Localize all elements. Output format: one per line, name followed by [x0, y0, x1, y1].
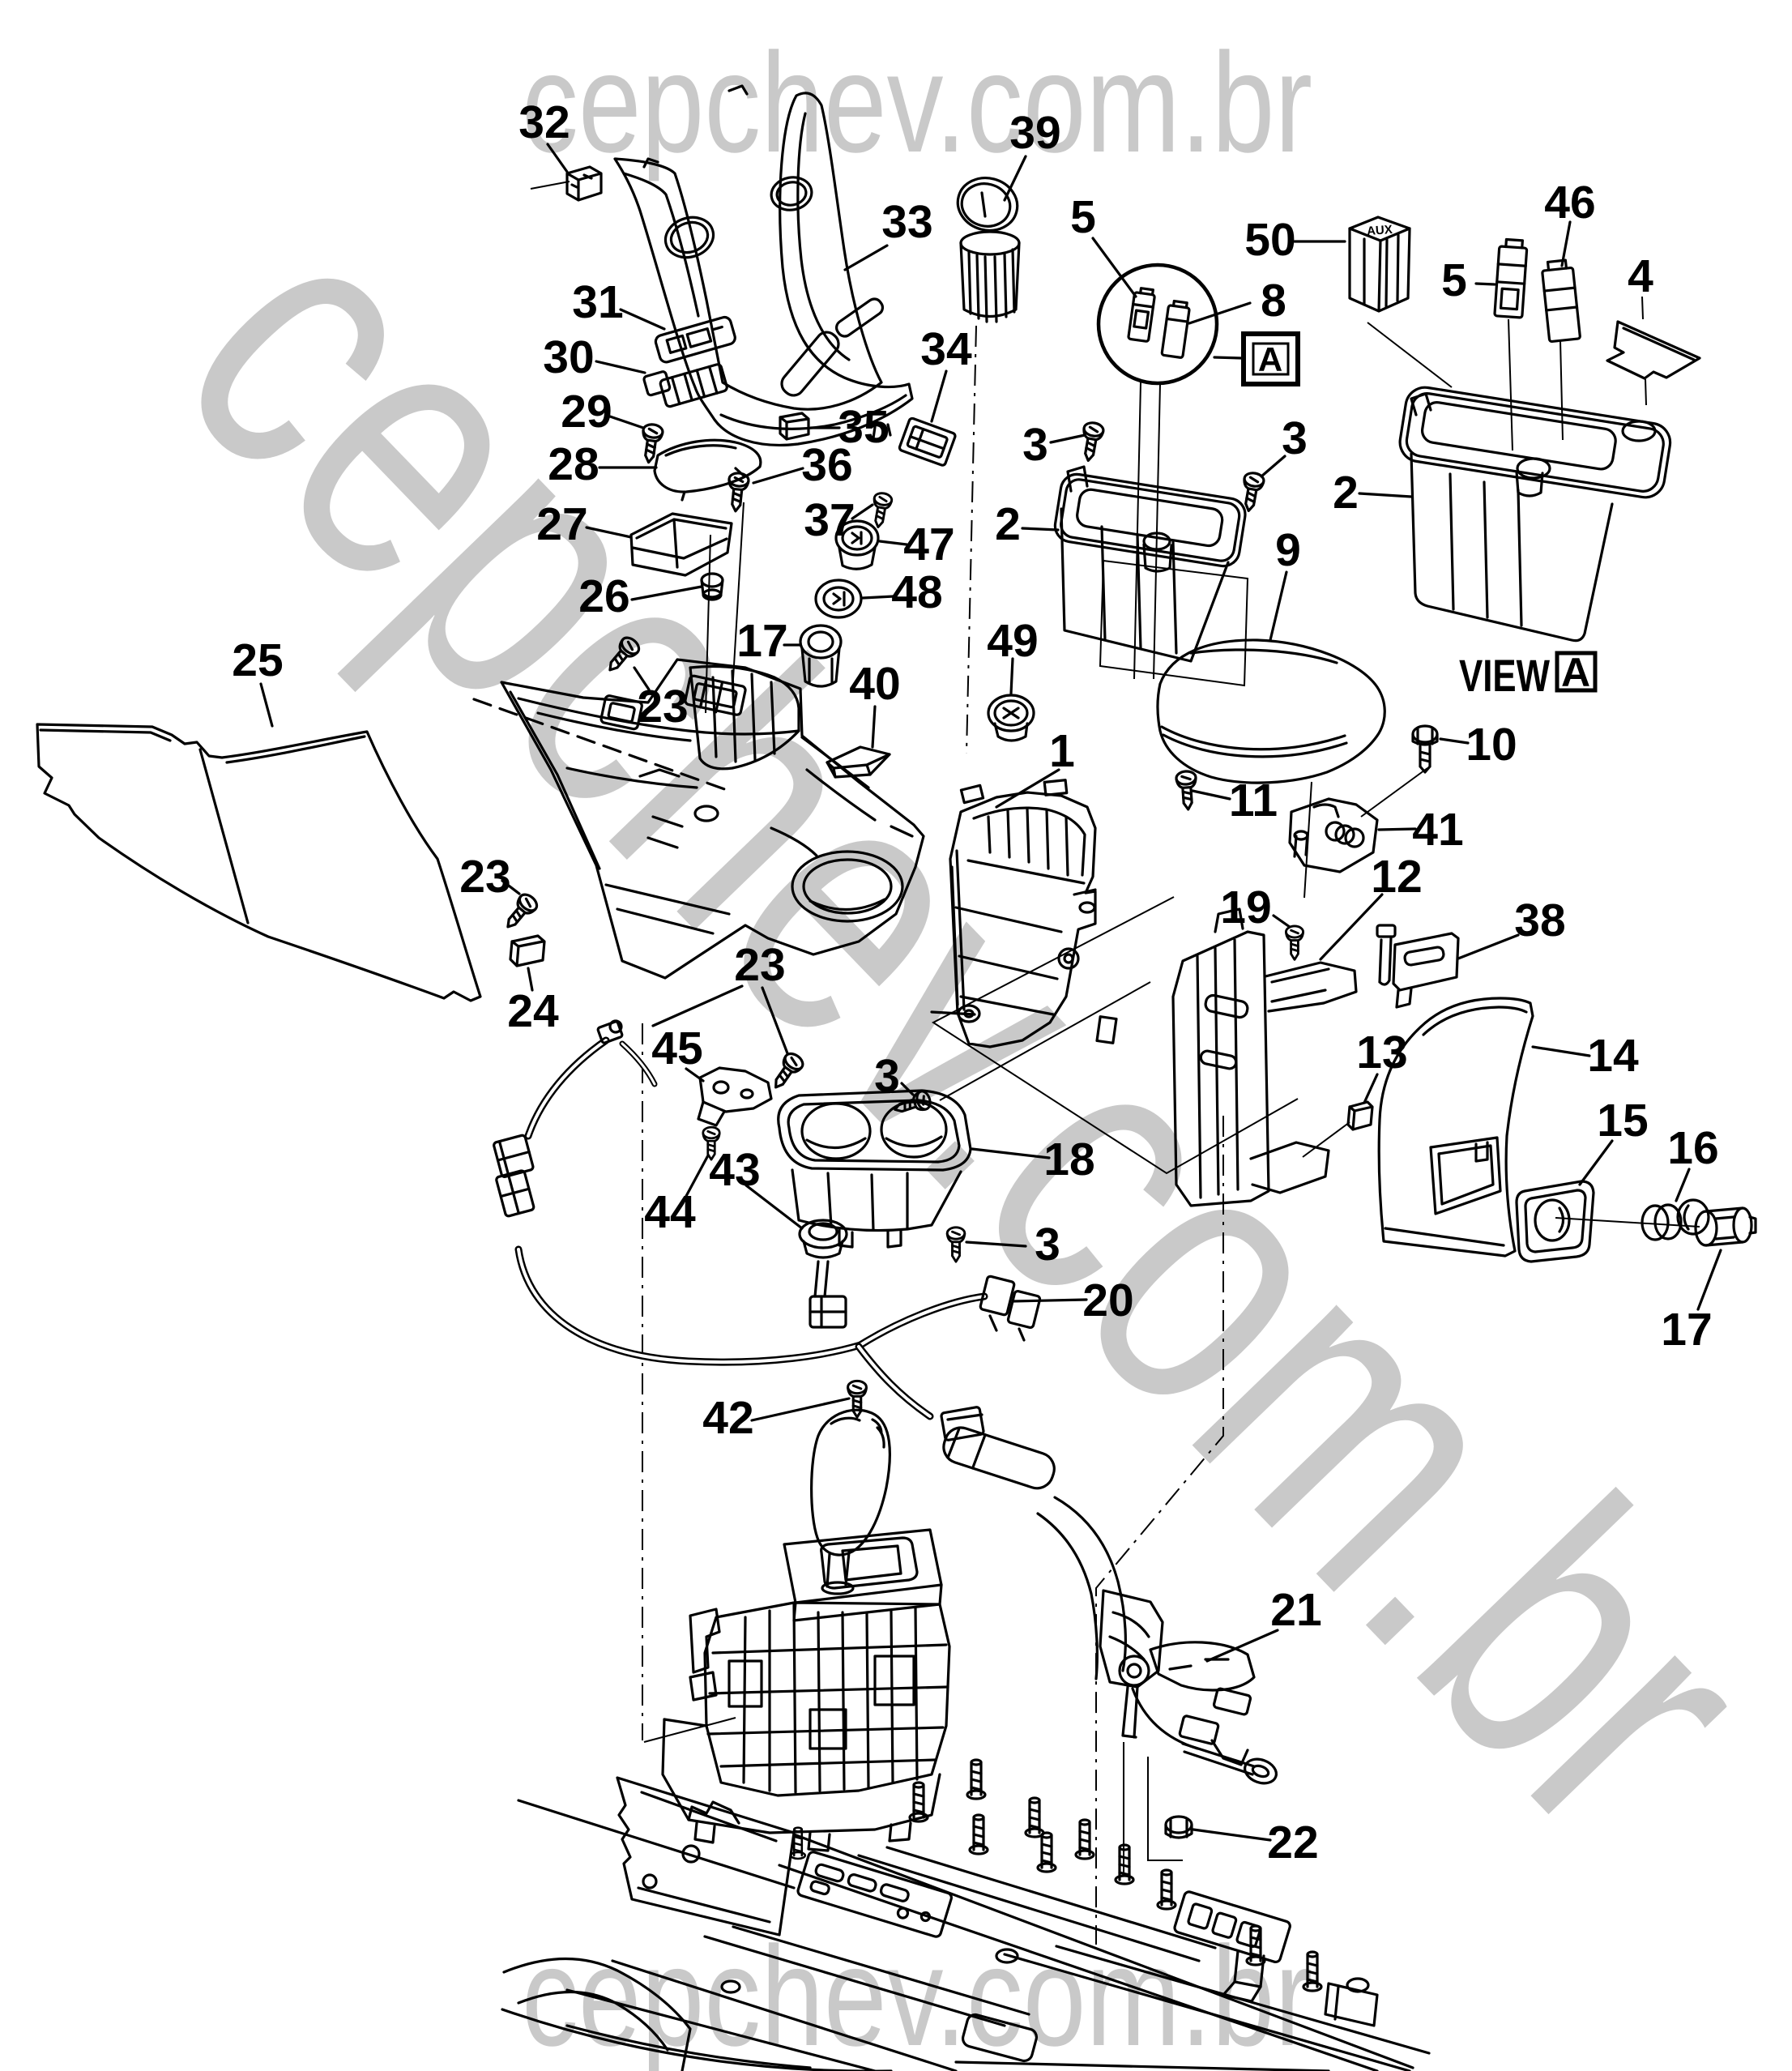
svg-text:33: 33 — [881, 196, 932, 248]
svg-text:42: 42 — [702, 1392, 753, 1444]
svg-text:36: 36 — [801, 439, 852, 491]
svg-text:49: 49 — [987, 615, 1038, 667]
svg-text:22: 22 — [1267, 1817, 1318, 1868]
svg-text:38: 38 — [1514, 895, 1565, 946]
svg-text:3: 3 — [1282, 412, 1308, 464]
svg-text:23: 23 — [734, 939, 785, 991]
svg-text:35: 35 — [838, 401, 889, 453]
svg-text:13: 13 — [1356, 1027, 1407, 1078]
svg-text:17: 17 — [1661, 1304, 1712, 1356]
svg-text:cepchev.com.br: cepchev.com.br — [522, 24, 1312, 182]
svg-text:15: 15 — [1597, 1095, 1648, 1147]
svg-text:2: 2 — [995, 498, 1021, 550]
svg-text:29: 29 — [561, 386, 612, 438]
svg-text:10: 10 — [1466, 719, 1517, 771]
svg-text:50: 50 — [1244, 214, 1295, 266]
svg-text:11: 11 — [1229, 775, 1278, 826]
svg-text:43: 43 — [709, 1144, 760, 1196]
svg-text:25: 25 — [232, 634, 283, 686]
svg-text:31: 31 — [572, 276, 623, 328]
svg-text:34: 34 — [920, 323, 972, 375]
svg-text:3: 3 — [1035, 1219, 1060, 1270]
svg-text:37: 37 — [804, 494, 855, 546]
svg-text:A: A — [1561, 650, 1590, 695]
svg-text:40: 40 — [849, 658, 900, 710]
svg-text:16: 16 — [1667, 1122, 1718, 1174]
svg-text:26: 26 — [578, 570, 629, 622]
svg-text:41: 41 — [1412, 804, 1463, 856]
svg-text:19: 19 — [1220, 882, 1271, 933]
svg-text:12: 12 — [1371, 851, 1422, 903]
svg-text:28: 28 — [548, 438, 599, 490]
svg-text:2: 2 — [1333, 467, 1359, 519]
svg-text:4: 4 — [1628, 250, 1653, 302]
svg-text:18: 18 — [1043, 1134, 1094, 1185]
svg-text:14: 14 — [1587, 1030, 1639, 1082]
svg-text:VIEW: VIEW — [1459, 650, 1550, 701]
svg-text:5: 5 — [1070, 191, 1096, 243]
svg-text:45: 45 — [651, 1023, 702, 1074]
svg-text:48: 48 — [891, 566, 942, 618]
svg-text:47: 47 — [903, 519, 954, 570]
svg-text:8: 8 — [1261, 275, 1286, 327]
svg-text:32: 32 — [518, 96, 570, 148]
svg-text:44: 44 — [644, 1186, 696, 1238]
svg-text:23: 23 — [637, 681, 688, 732]
svg-text:17: 17 — [736, 615, 787, 667]
svg-text:30: 30 — [543, 331, 594, 383]
svg-text:1: 1 — [1049, 725, 1075, 777]
svg-text:27: 27 — [536, 498, 587, 550]
svg-text:20: 20 — [1082, 1275, 1133, 1326]
svg-text:9: 9 — [1275, 524, 1301, 576]
svg-text:24: 24 — [507, 985, 559, 1037]
svg-text:23: 23 — [459, 851, 510, 903]
svg-text:5: 5 — [1441, 254, 1467, 306]
svg-text:21: 21 — [1270, 1584, 1321, 1636]
svg-text:46: 46 — [1544, 177, 1595, 228]
svg-text:AUX: AUX — [1367, 223, 1393, 238]
svg-text:39: 39 — [1009, 107, 1060, 159]
svg-text:3: 3 — [1022, 419, 1048, 471]
svg-text:A: A — [1258, 340, 1282, 378]
svg-text:3: 3 — [874, 1050, 900, 1102]
